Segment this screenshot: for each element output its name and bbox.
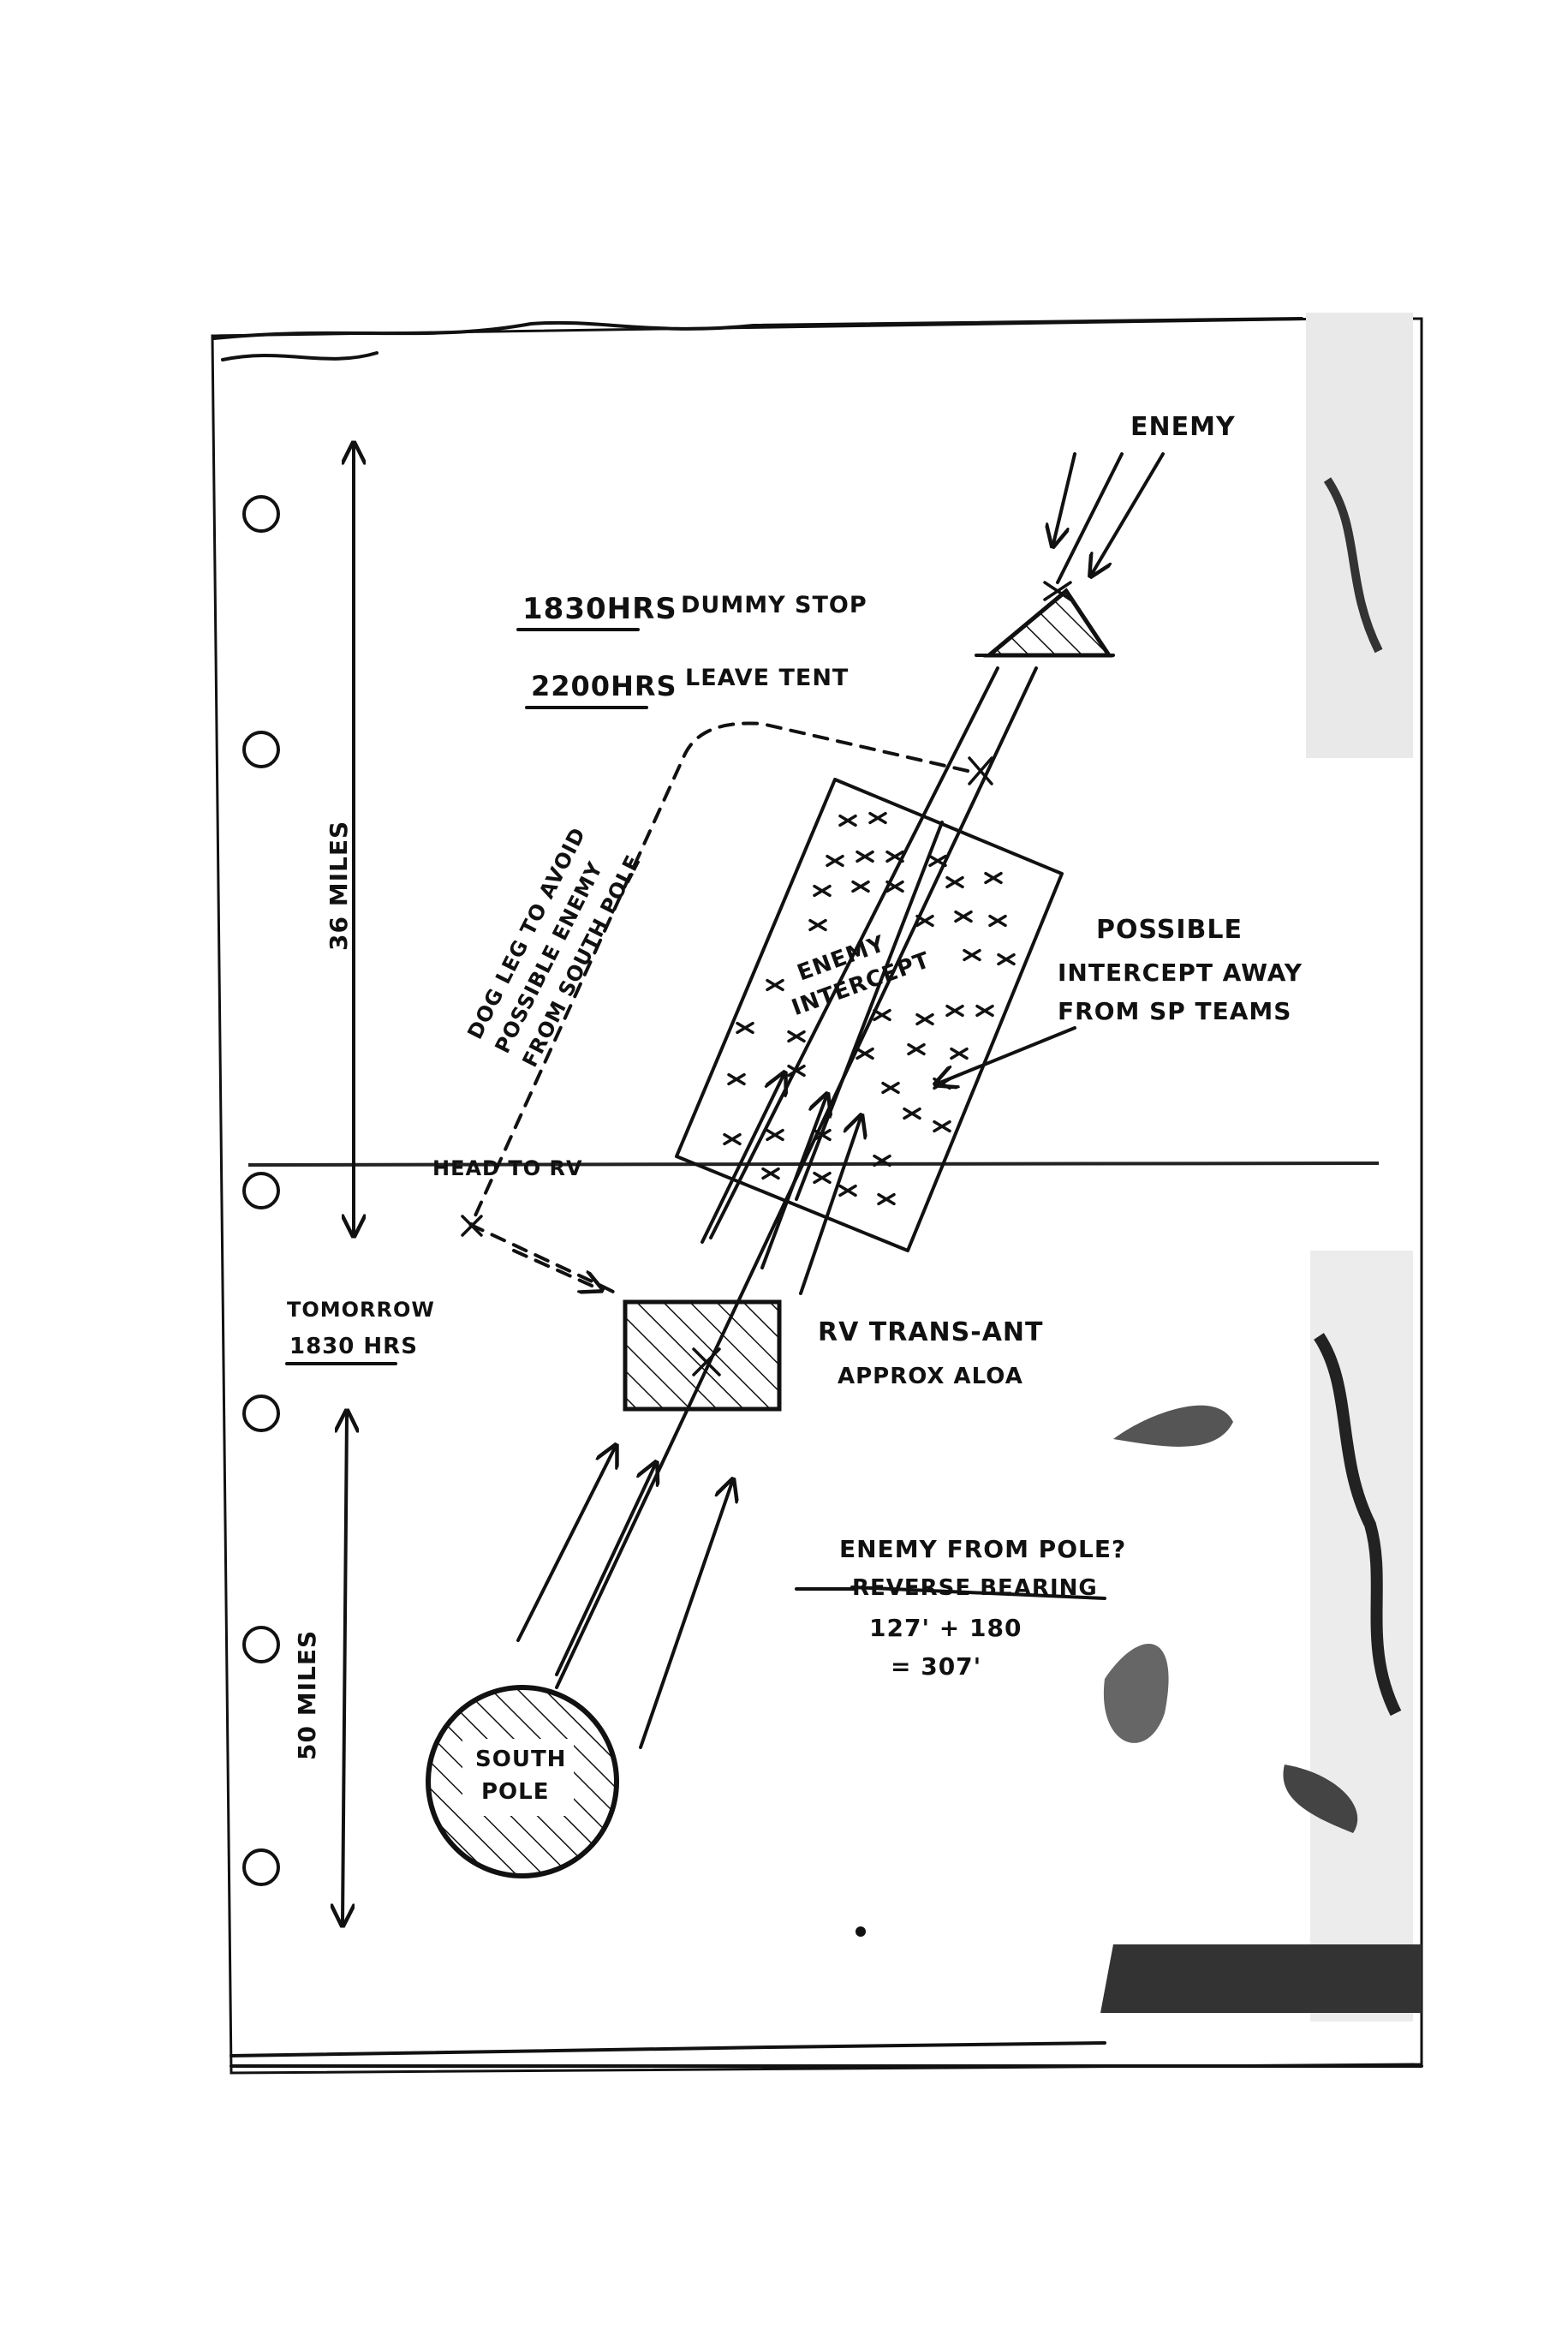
- intercept-cross-mark: [868, 811, 887, 825]
- intercept-cross-mark: [838, 814, 857, 827]
- intercept-cross-mark: [988, 914, 1007, 928]
- intercept-crosses: [723, 811, 1016, 1206]
- intercept-cross-mark: [856, 1047, 874, 1060]
- intercept-cross-mark: [723, 1132, 742, 1146]
- possible-intercept-note: POSSIBLE INTERCEPT AWAY FROM SP TEAMS: [938, 915, 1303, 1084]
- intercept-cross-mark: [813, 884, 832, 898]
- intercept-cross-mark: [903, 1107, 921, 1120]
- intercept-cross-mark: [826, 854, 844, 868]
- time-notes: 1830HRS DUMMY STOP 2200HRS LEAVE TENT: [516, 592, 867, 709]
- intercept-cross-mark: [766, 1128, 784, 1142]
- intercept-cross-mark: [975, 1004, 994, 1018]
- distance-bottom-label: 50 MILES: [293, 1630, 321, 1760]
- intercept-cross-mark: [950, 1047, 969, 1060]
- svg-text:INTERCEPT AWAY: INTERCEPT AWAY: [1058, 959, 1303, 987]
- distance-top-label: 36 MILES: [325, 821, 353, 951]
- intercept-cross-mark: [877, 1192, 896, 1206]
- svg-text:RV TRANS-ANT: RV TRANS-ANT: [818, 1317, 1044, 1347]
- approach-arrows-upper: [701, 1075, 861, 1295]
- intercept-cross-mark: [787, 1064, 806, 1078]
- intercept-cross-mark: [963, 948, 981, 962]
- intercept-cross-mark: [933, 1120, 951, 1133]
- intercept-cross-mark: [881, 1081, 900, 1095]
- tomorrow-note: TOMORROW 1830 HRS: [285, 1298, 435, 1365]
- intercept-cross-mark: [851, 880, 870, 893]
- svg-text:POSSIBLE: POSSIBLE: [1096, 915, 1243, 945]
- distance-bottom-marker: 50 MILES: [293, 1413, 347, 1923]
- head-to-rv-label: HEAD TO RV: [432, 1156, 583, 1180]
- svg-text:ENEMY FROM POLE?: ENEMY FROM POLE?: [839, 1535, 1126, 1563]
- rv-box: [623, 1299, 782, 1412]
- intercept-cross-mark: [984, 871, 1003, 885]
- distance-top-marker: 36 MILES: [325, 445, 354, 1233]
- svg-text:= 307': = 307': [891, 1652, 981, 1681]
- intercept-cross-mark: [945, 1004, 964, 1018]
- intercept-cross-mark: [813, 1128, 832, 1142]
- event-leave-tent: LEAVE TENT: [685, 665, 849, 691]
- svg-text:127' + 180: 127' + 180: [869, 1614, 1022, 1642]
- enemy-arrows: [1053, 452, 1165, 584]
- intercept-cross-mark: [885, 850, 904, 863]
- intercept-cross-mark: [813, 1171, 832, 1185]
- intercept-cross-mark: [761, 1167, 780, 1180]
- intercept-cross-mark: [907, 1042, 926, 1056]
- dog-leg-route: [461, 721, 969, 1295]
- intercept-cross-mark: [873, 1008, 891, 1022]
- south-pole-circle: SOUTH POLE: [426, 1685, 619, 1878]
- intercept-cross-mark: [997, 953, 1016, 966]
- bearing-calculation: ENEMY FROM POLE? REVERSE BEARING 127' + …: [795, 1535, 1126, 1681]
- time-1830: 1830HRS: [522, 592, 677, 626]
- intercept-cross-mark: [885, 880, 904, 893]
- paper-sheet: [211, 313, 1423, 2075]
- approach-arrows-lower: [516, 1448, 732, 1749]
- intercept-cross-mark: [766, 978, 784, 992]
- svg-text:SOUTH: SOUTH: [475, 1747, 566, 1772]
- intercept-cross-mark: [787, 1030, 806, 1043]
- intercept-cross-mark: [915, 1012, 934, 1026]
- svg-text:FROM SP TEAMS: FROM SP TEAMS: [1058, 997, 1291, 1025]
- ink-dot: [856, 1926, 866, 1937]
- svg-text:POLE: POLE: [481, 1779, 550, 1805]
- intercept-cross-mark: [954, 910, 973, 923]
- intercept-cross-mark: [915, 914, 934, 928]
- time-2200: 2200HRS: [531, 670, 677, 702]
- intercept-cross-mark: [808, 918, 827, 932]
- event-dummy-stop: DUMMY STOP: [681, 592, 867, 618]
- tent-icon: [975, 581, 1115, 658]
- intercept-cross-mark: [856, 850, 874, 863]
- svg-text:1830 HRS: 1830 HRS: [289, 1334, 418, 1359]
- svg-text:APPROX ALOA: APPROX ALOA: [838, 1364, 1023, 1389]
- intercept-cross-mark: [945, 875, 964, 889]
- enemy-label: ENEMY: [1130, 412, 1236, 442]
- intercept-cross-mark: [736, 1021, 754, 1035]
- intercept-cross-mark: [928, 854, 947, 868]
- intercept-cross-mark: [727, 1072, 746, 1086]
- rv-label: RV TRANS-ANT APPROX ALOA: [818, 1317, 1044, 1389]
- intercept-cross-mark: [838, 1184, 857, 1197]
- svg-text:TOMORROW: TOMORROW: [287, 1298, 435, 1322]
- intercept-cross-mark: [873, 1154, 891, 1168]
